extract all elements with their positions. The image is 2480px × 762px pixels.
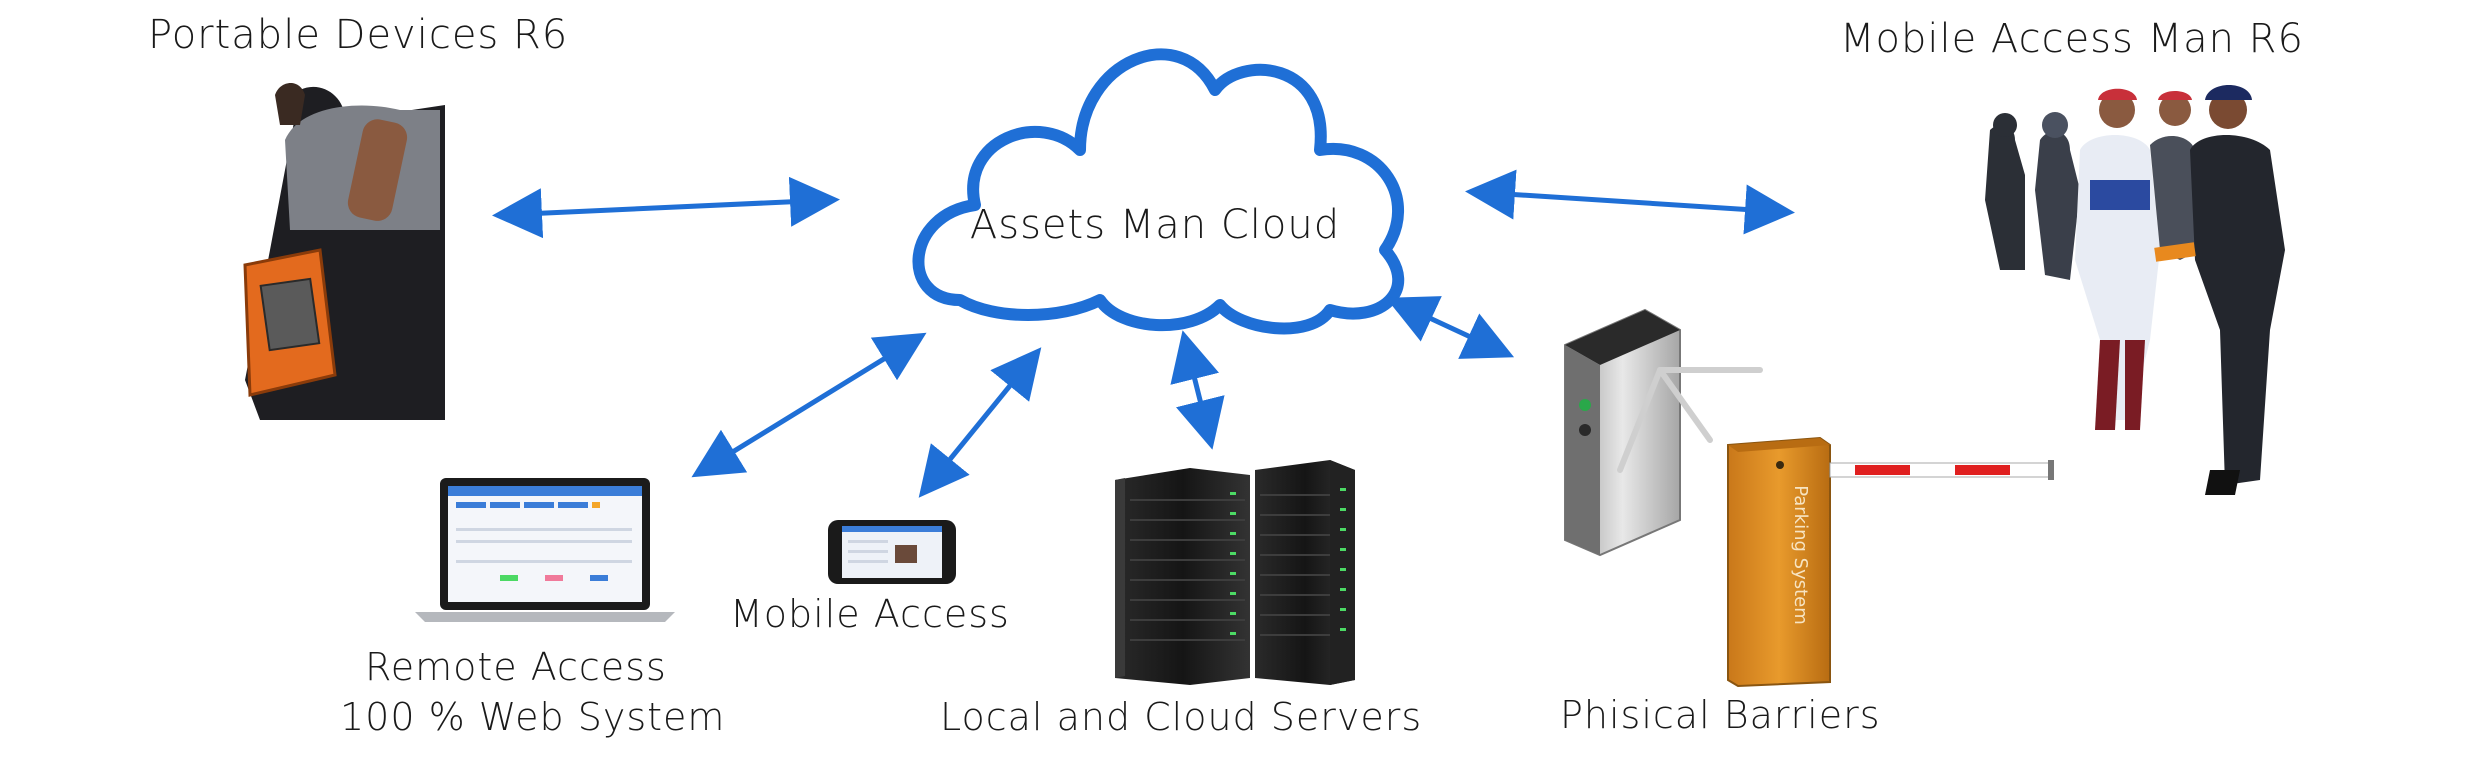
servers-label: Local and Cloud Servers — [940, 695, 1423, 739]
mobile-access-label: Mobile Access — [730, 592, 1010, 636]
parking-sign-text: Parking System — [1790, 485, 1811, 625]
barriers-label: Phisical Barriers — [1560, 693, 1881, 737]
arrow-mobile-man — [1465, 169, 1795, 235]
cloud: Assets Man Cloud — [912, 48, 1405, 335]
arrow-mobile-access — [918, 347, 1042, 498]
laptop — [415, 478, 675, 622]
parking-barrier: Parking System — [1727, 436, 2054, 688]
arrow-portable — [492, 176, 840, 239]
arrow-barriers — [1385, 296, 1515, 359]
connections — [492, 169, 1795, 498]
cloud-shape — [912, 48, 1405, 335]
mobile-phone — [828, 520, 956, 584]
portable-devices-label: Portable Devices R6 — [148, 12, 569, 58]
portable-device-person — [243, 82, 445, 421]
turnstile — [1564, 308, 1763, 557]
mobile-access-man-label: Mobile Access Man R6 — [1840, 16, 2304, 62]
people-group — [1985, 85, 2285, 495]
arrow-remote — [691, 332, 927, 478]
remote-access-label: Remote Access — [365, 645, 667, 689]
cloud-label: Assets Man Cloud — [970, 202, 1340, 248]
web-system-label: 100 % Web System — [340, 695, 726, 739]
arrow-servers — [1170, 330, 1225, 450]
servers — [1115, 460, 1355, 685]
